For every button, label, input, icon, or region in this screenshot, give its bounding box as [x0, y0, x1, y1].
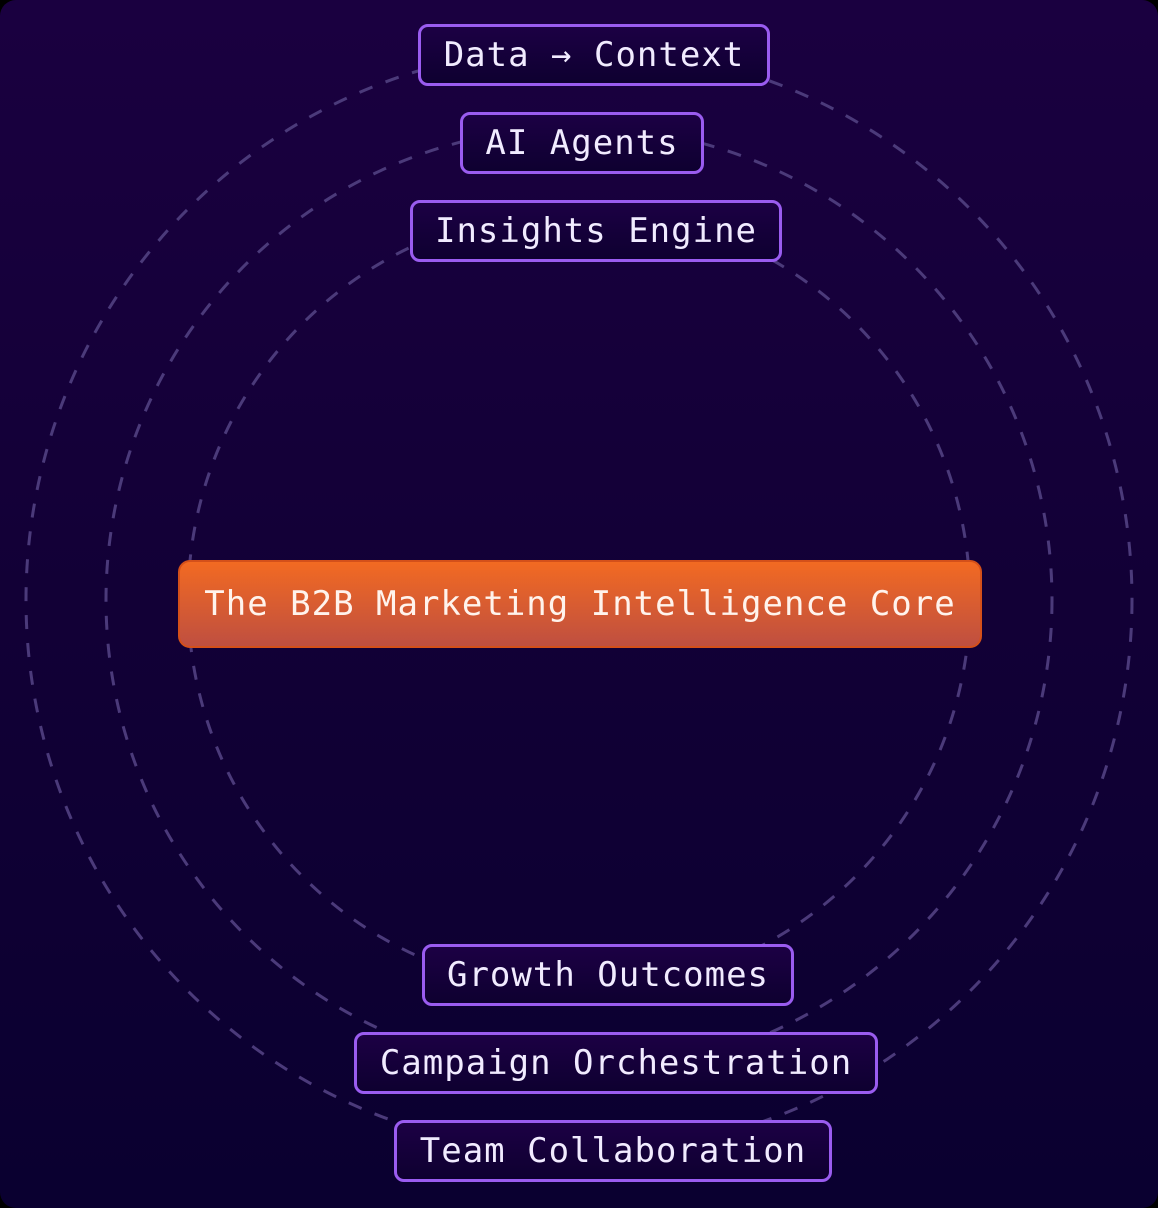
node-campaign-orchestration: Campaign Orchestration — [354, 1032, 878, 1094]
node-team-collaboration: Team Collaboration — [394, 1120, 832, 1182]
core-node: The B2B Marketing Intelligence Core — [178, 560, 982, 648]
middle-ring — [104, 125, 1054, 1075]
node-insights-engine: Insights Engine — [410, 200, 782, 262]
node-growth-outcomes: Growth Outcomes — [422, 944, 794, 1006]
node-data-context: Data → Context — [418, 24, 770, 86]
node-ai-agents: AI Agents — [460, 112, 704, 174]
